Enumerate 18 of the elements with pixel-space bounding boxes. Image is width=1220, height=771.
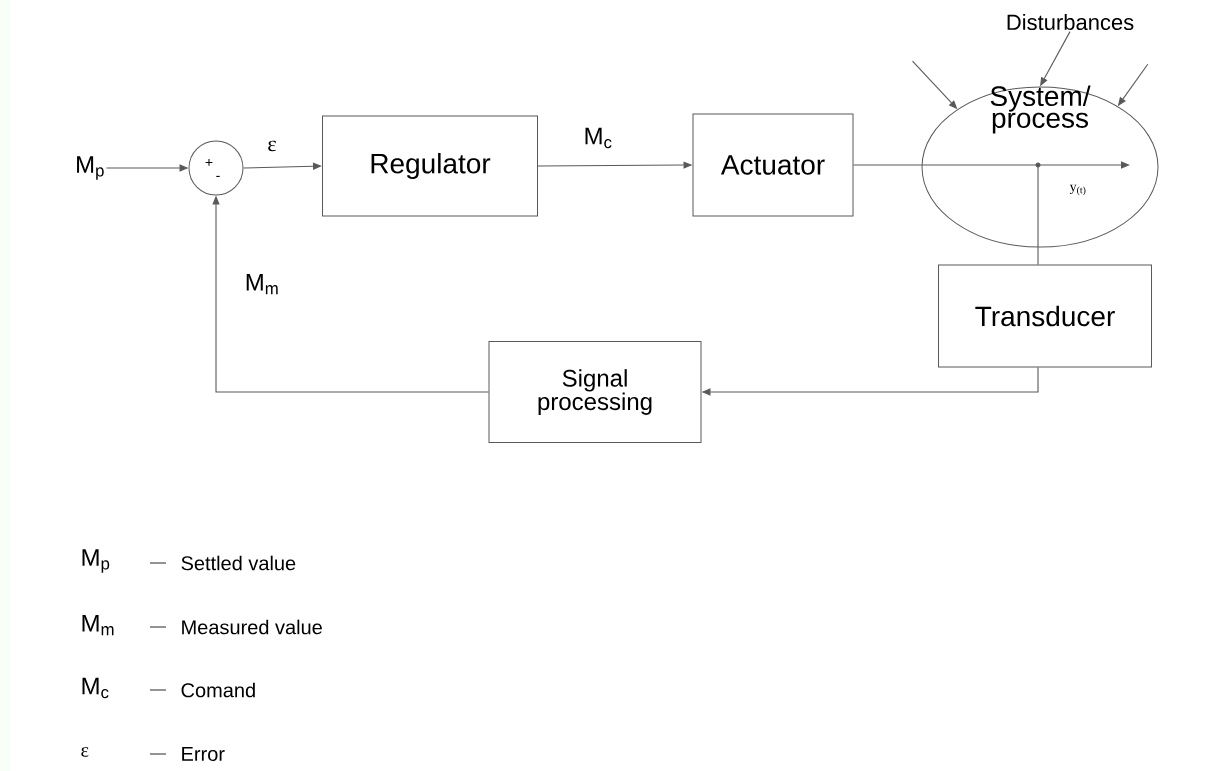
definition-label: Measured value [182,619,322,635]
symbol-label: ε [81,747,89,757]
definition-label: Comand [181,682,255,698]
summing-junction: + - [188,140,244,196]
symbol-label: M$_{p}$ [82,549,110,573]
symbol-label: M$_{m}$ [82,614,114,636]
edge-label: ε [266,139,278,153]
processing-box: Signal processing [488,341,702,443]
definition-label: Settled value [181,555,296,571]
transducer-box: Transducer [938,264,1152,368]
disturbance-label: Disturbances [1007,13,1134,31]
arrow [242,162,322,170]
symbol-label: M$_{c}$ [82,677,109,699]
actuator-box: Actuator [692,113,854,217]
definition-label: Error [182,747,225,761]
math-symbol: M$_{p}$ [77,156,104,180]
regulator-box: Regulator [322,115,538,217]
arrow [852,161,1130,169]
